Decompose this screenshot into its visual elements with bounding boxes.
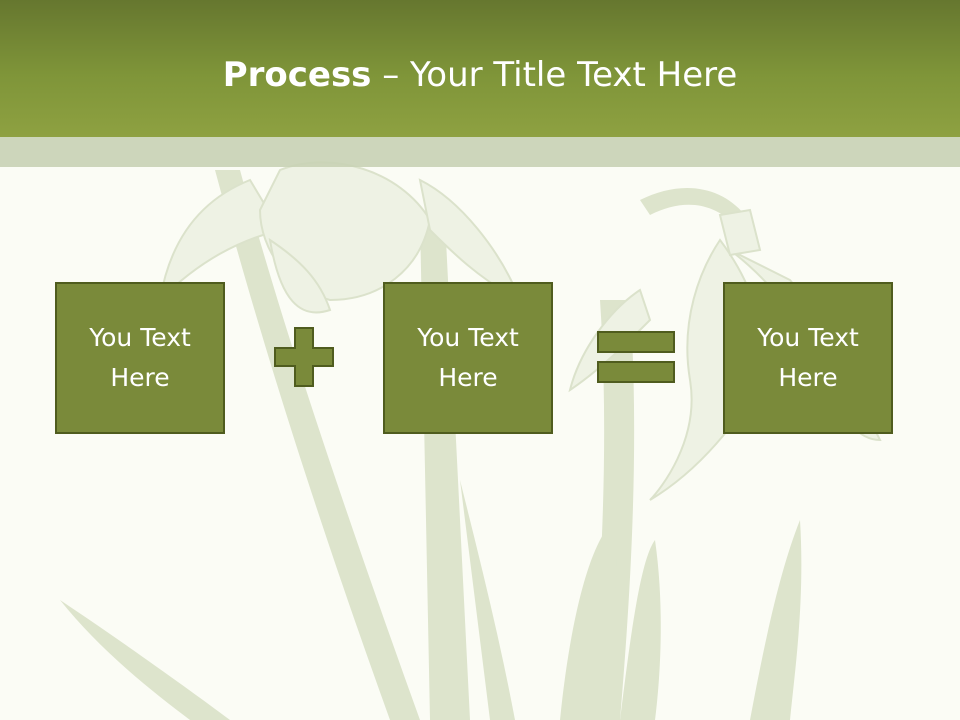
process-box-1-label: You Text Here <box>89 323 191 392</box>
slide-title-rest: – Your Title Text Here <box>371 55 738 95</box>
process-box-2-label: You Text Here <box>417 323 519 392</box>
process-box-2[interactable]: You Text Here <box>383 282 553 434</box>
plus-icon <box>274 327 334 387</box>
process-box-3-label: You Text Here <box>757 323 859 392</box>
title-bar <box>0 0 960 137</box>
title-accent-strip <box>0 137 960 167</box>
slide-title: Process – Your Title Text Here <box>0 52 960 98</box>
equals-icon <box>597 331 675 383</box>
slide-title-bold: Process <box>222 55 372 95</box>
process-box-1[interactable]: You Text Here <box>55 282 225 434</box>
process-box-3[interactable]: You Text Here <box>723 282 893 434</box>
